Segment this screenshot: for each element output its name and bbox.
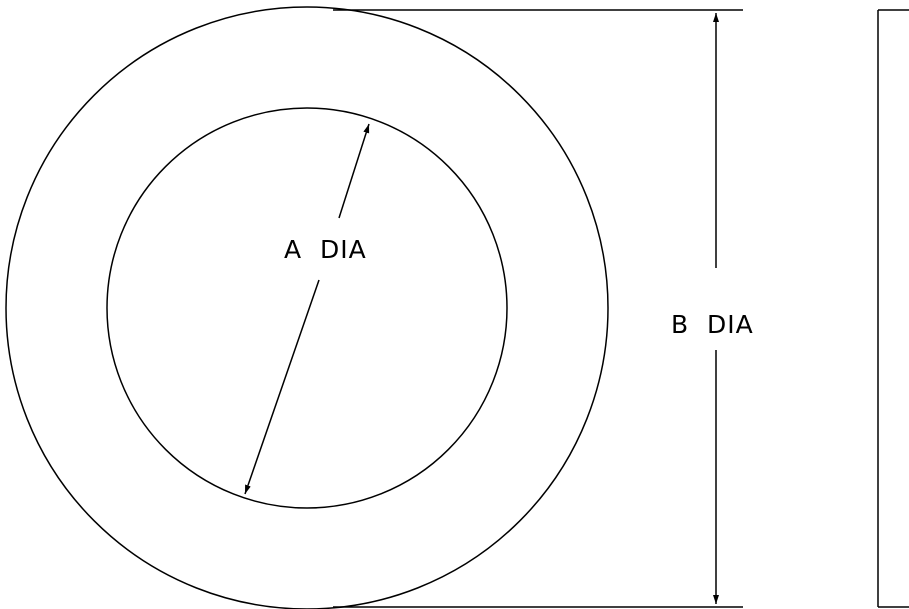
a-dimension-line-lower [244,279,320,495]
outer-circle [5,6,609,609]
a-dia-label: A DIA [284,235,367,264]
a-dimension-line-upper [338,123,370,219]
inner-circle [106,107,508,509]
b-dia-label: B DIA [671,310,754,339]
